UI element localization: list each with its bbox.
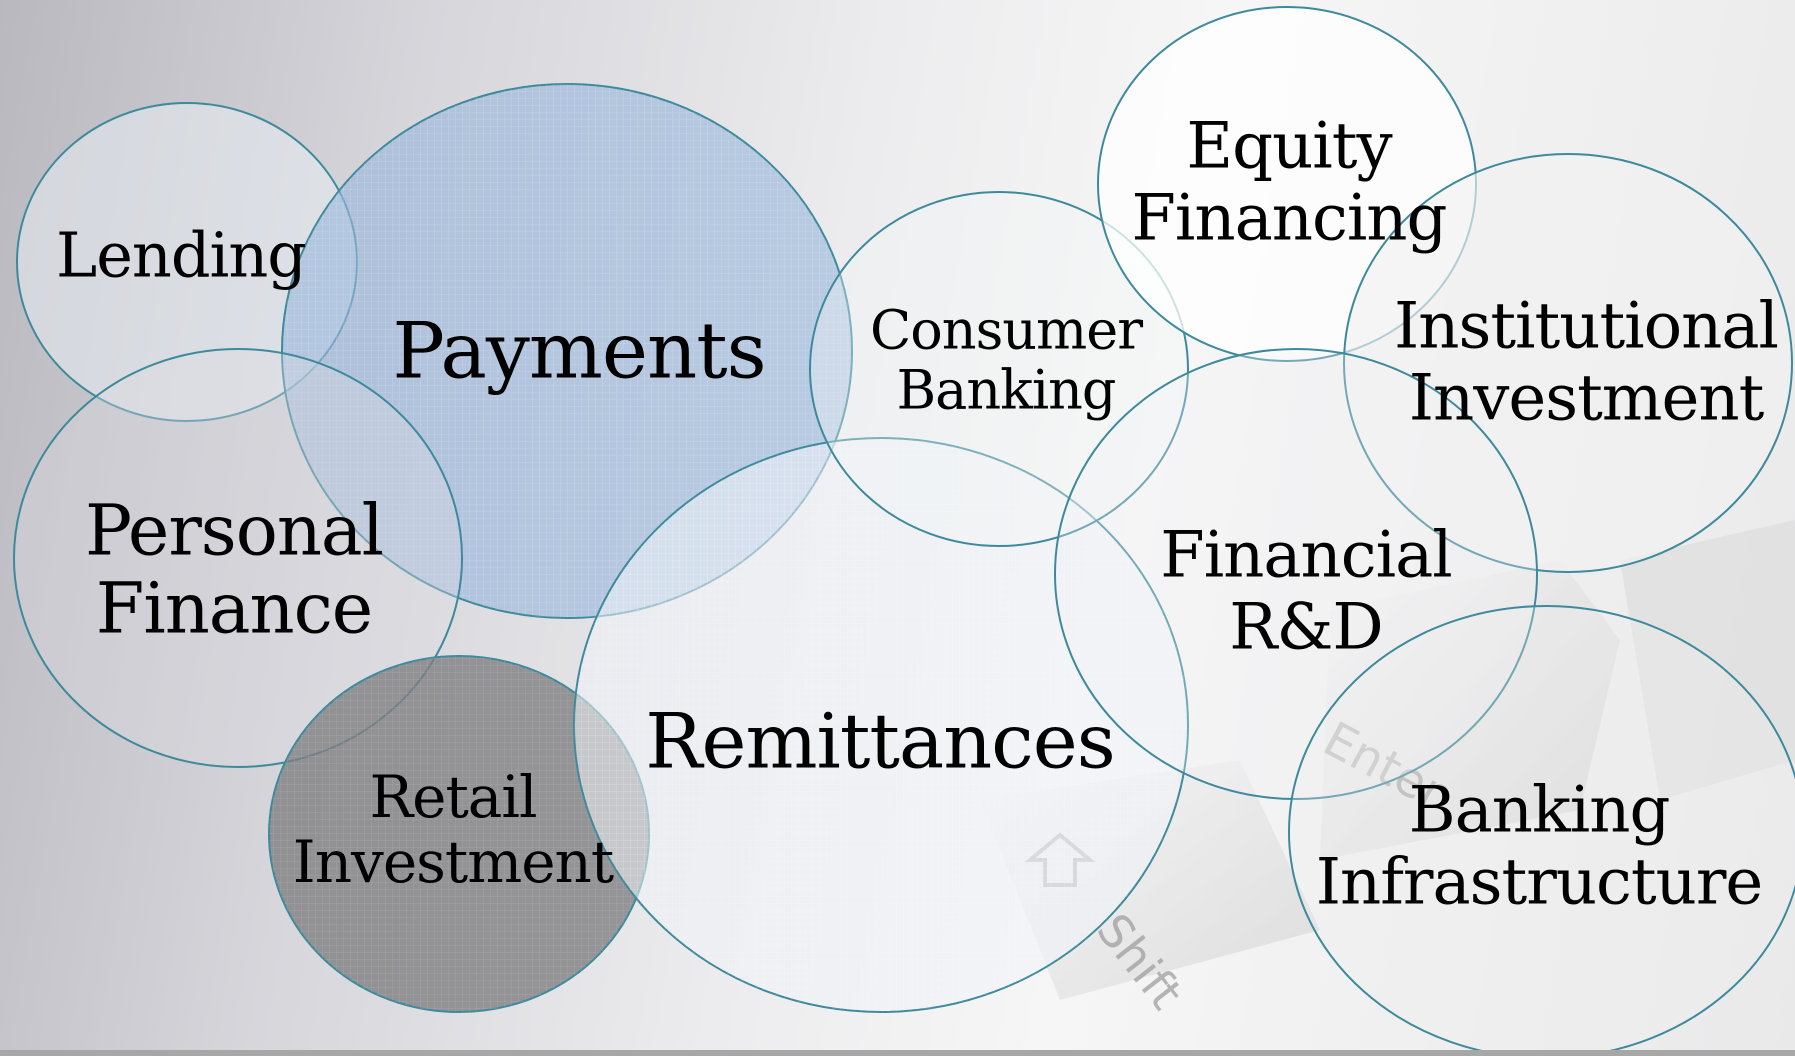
bubble-remittances: [573, 437, 1189, 1013]
label-banking-infrastructure-line: Infrastructure: [1315, 845, 1764, 919]
key-edge-shape: [1620, 520, 1795, 800]
label-payments: Payments: [392, 306, 766, 397]
key-enter-shape: Enter: [1314, 560, 1620, 860]
label-personal-finance-line: Personal: [84, 489, 384, 572]
bubble-payments: [281, 83, 853, 619]
label-banking-infrastructure-line: Banking: [1408, 773, 1671, 848]
label-personal-finance-line: Finance: [95, 568, 374, 650]
label-retail-investment-line: Retail: [369, 763, 538, 832]
label-equity-financing-line: Financing: [1131, 181, 1448, 255]
bottom-edge-bar: [0, 1050, 1795, 1056]
bubble-retail-investment: [268, 655, 650, 1013]
label-retail-investment-line: Investment: [292, 828, 614, 896]
label-payments-line: Payments: [392, 306, 766, 397]
label-remittances-line: Remittances: [645, 696, 1115, 786]
label-lending-line: Lending: [56, 218, 307, 292]
label-remittances: Remittances: [645, 696, 1115, 786]
label-institutional-investment-line: Institutional: [1393, 289, 1779, 364]
label-lending: Lending: [56, 218, 307, 292]
bubble-banking-infrastructure: [1288, 605, 1795, 1056]
bubble-financial-rnd: [1054, 348, 1538, 800]
bubble-personal-finance: [13, 348, 463, 768]
bubble-institutional-investment: [1343, 153, 1793, 573]
bubble-consumer-banking: [809, 191, 1189, 547]
label-institutional-investment-line: Investment: [1408, 361, 1765, 435]
label-financial-rnd-line: Financial: [1160, 518, 1452, 593]
label-equity-financing-line: Equity: [1186, 109, 1392, 184]
label-consumer-banking-line: Consumer: [869, 298, 1143, 362]
label-financial-rnd-line: R&D: [1229, 590, 1383, 664]
label-consumer-banking-line: Banking: [896, 359, 1116, 422]
